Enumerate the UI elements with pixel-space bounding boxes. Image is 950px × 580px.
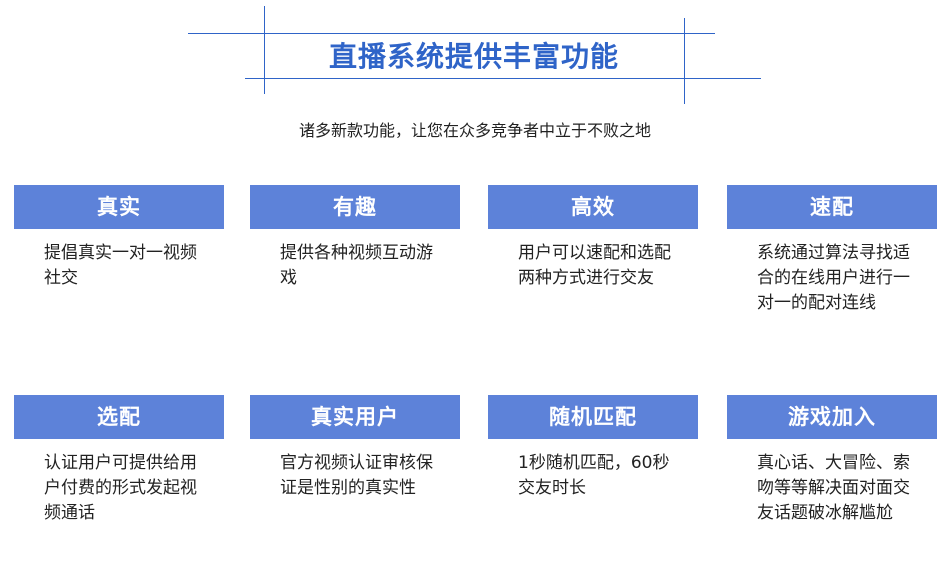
title-frame-right-line	[684, 18, 685, 104]
feature-card-desc: 官方视频认证审核保证是性别的真实性	[280, 453, 433, 498]
feature-card-desc: 认证用户可提供给用户付费的形式发起视频通话	[44, 453, 197, 523]
feature-card-desc: 用户可以速配和选配两种方式进行交友	[518, 243, 671, 288]
feature-card-title: 选配	[14, 395, 224, 439]
feature-card-title: 高效	[488, 185, 698, 229]
feature-card-real: 真实 提倡真实一对一视频社交	[14, 185, 224, 291]
feature-card-desc: 提供各种视频互动游戏	[280, 243, 433, 288]
page-title: 直播系统提供丰富功能	[328, 40, 619, 73]
feature-card-title: 真实	[14, 185, 224, 229]
feature-card-efficient: 高效 用户可以速配和选配两种方式进行交友	[488, 185, 698, 291]
feature-card-desc: 提倡真实一对一视频社交	[44, 243, 197, 288]
feature-card-quick-match: 速配 系统通过算法寻找适合的在线用户进行一对一的配对连线	[727, 185, 937, 316]
feature-card-desc: 系统通过算法寻找适合的在线用户进行一对一的配对连线	[757, 243, 910, 313]
title-frame-top-line	[188, 33, 715, 34]
feature-card-title: 随机匹配	[488, 395, 698, 439]
feature-card-title: 速配	[727, 185, 937, 229]
feature-card-fun: 有趣 提供各种视频互动游戏	[250, 185, 460, 291]
title-frame-left-line	[264, 6, 265, 94]
feature-card-title: 有趣	[250, 185, 460, 229]
feature-card-real-users: 真实用户 官方视频认证审核保证是性别的真实性	[250, 395, 460, 501]
page-subtitle: 诸多新款功能，让您在众多竞争者中立于不败之地	[298, 121, 651, 140]
feature-card-game-join: 游戏加入 真心话、大冒险、索吻等等解决面对面交友话题破冰解尴尬	[727, 395, 937, 526]
feature-card-title: 真实用户	[250, 395, 460, 439]
feature-card-title: 游戏加入	[727, 395, 937, 439]
feature-card-random-match: 随机匹配 1秒随机匹配，60秒交友时长	[488, 395, 698, 501]
title-frame-bottom-line	[245, 78, 761, 79]
feature-card-desc: 1秒随机匹配，60秒交友时长	[518, 453, 670, 498]
feature-card-select-match: 选配 认证用户可提供给用户付费的形式发起视频通话	[14, 395, 224, 526]
feature-card-desc: 真心话、大冒险、索吻等等解决面对面交友话题破冰解尴尬	[757, 453, 910, 523]
